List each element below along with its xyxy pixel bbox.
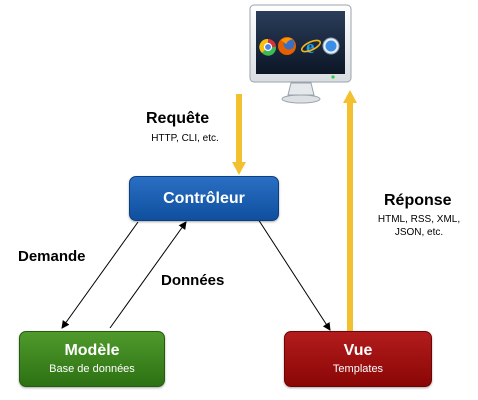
chrome-icon xyxy=(259,38,277,56)
firefox-icon xyxy=(278,37,296,55)
view-title: Vue xyxy=(343,342,373,359)
view-subtitle: Templates xyxy=(332,363,384,375)
response-formats-line-1: HTML, RSS, XML, xyxy=(377,214,461,225)
response-arrow xyxy=(343,90,357,332)
request-label: Requête xyxy=(146,110,210,127)
response-formats: HTML, RSS, XML, JSON, etc. xyxy=(364,213,474,239)
response-formats-line-2: JSON, etc. xyxy=(394,227,444,238)
safari-icon xyxy=(322,37,340,55)
controller-node: Contrôleur xyxy=(129,176,279,221)
view-node: Vue Templates xyxy=(284,331,432,387)
svg-text:e: e xyxy=(306,37,314,58)
model-subtitle: Base de données xyxy=(49,363,135,375)
demand-arrow xyxy=(61,221,139,329)
controller-title: Contrôleur xyxy=(163,190,245,207)
internet-explorer-icon: e xyxy=(300,37,322,58)
response-label: Réponse xyxy=(384,192,452,209)
demand-label: Demande xyxy=(18,248,86,265)
model-node: Modèle Base de données xyxy=(19,331,165,387)
request-arrow xyxy=(232,94,246,175)
data-label: Données xyxy=(161,272,225,289)
model-title: Modèle xyxy=(64,342,120,359)
controller-to-view-arrow xyxy=(257,218,331,331)
data-arrow xyxy=(109,221,187,329)
request-protocols: HTTP, CLI, etc. xyxy=(151,133,219,144)
